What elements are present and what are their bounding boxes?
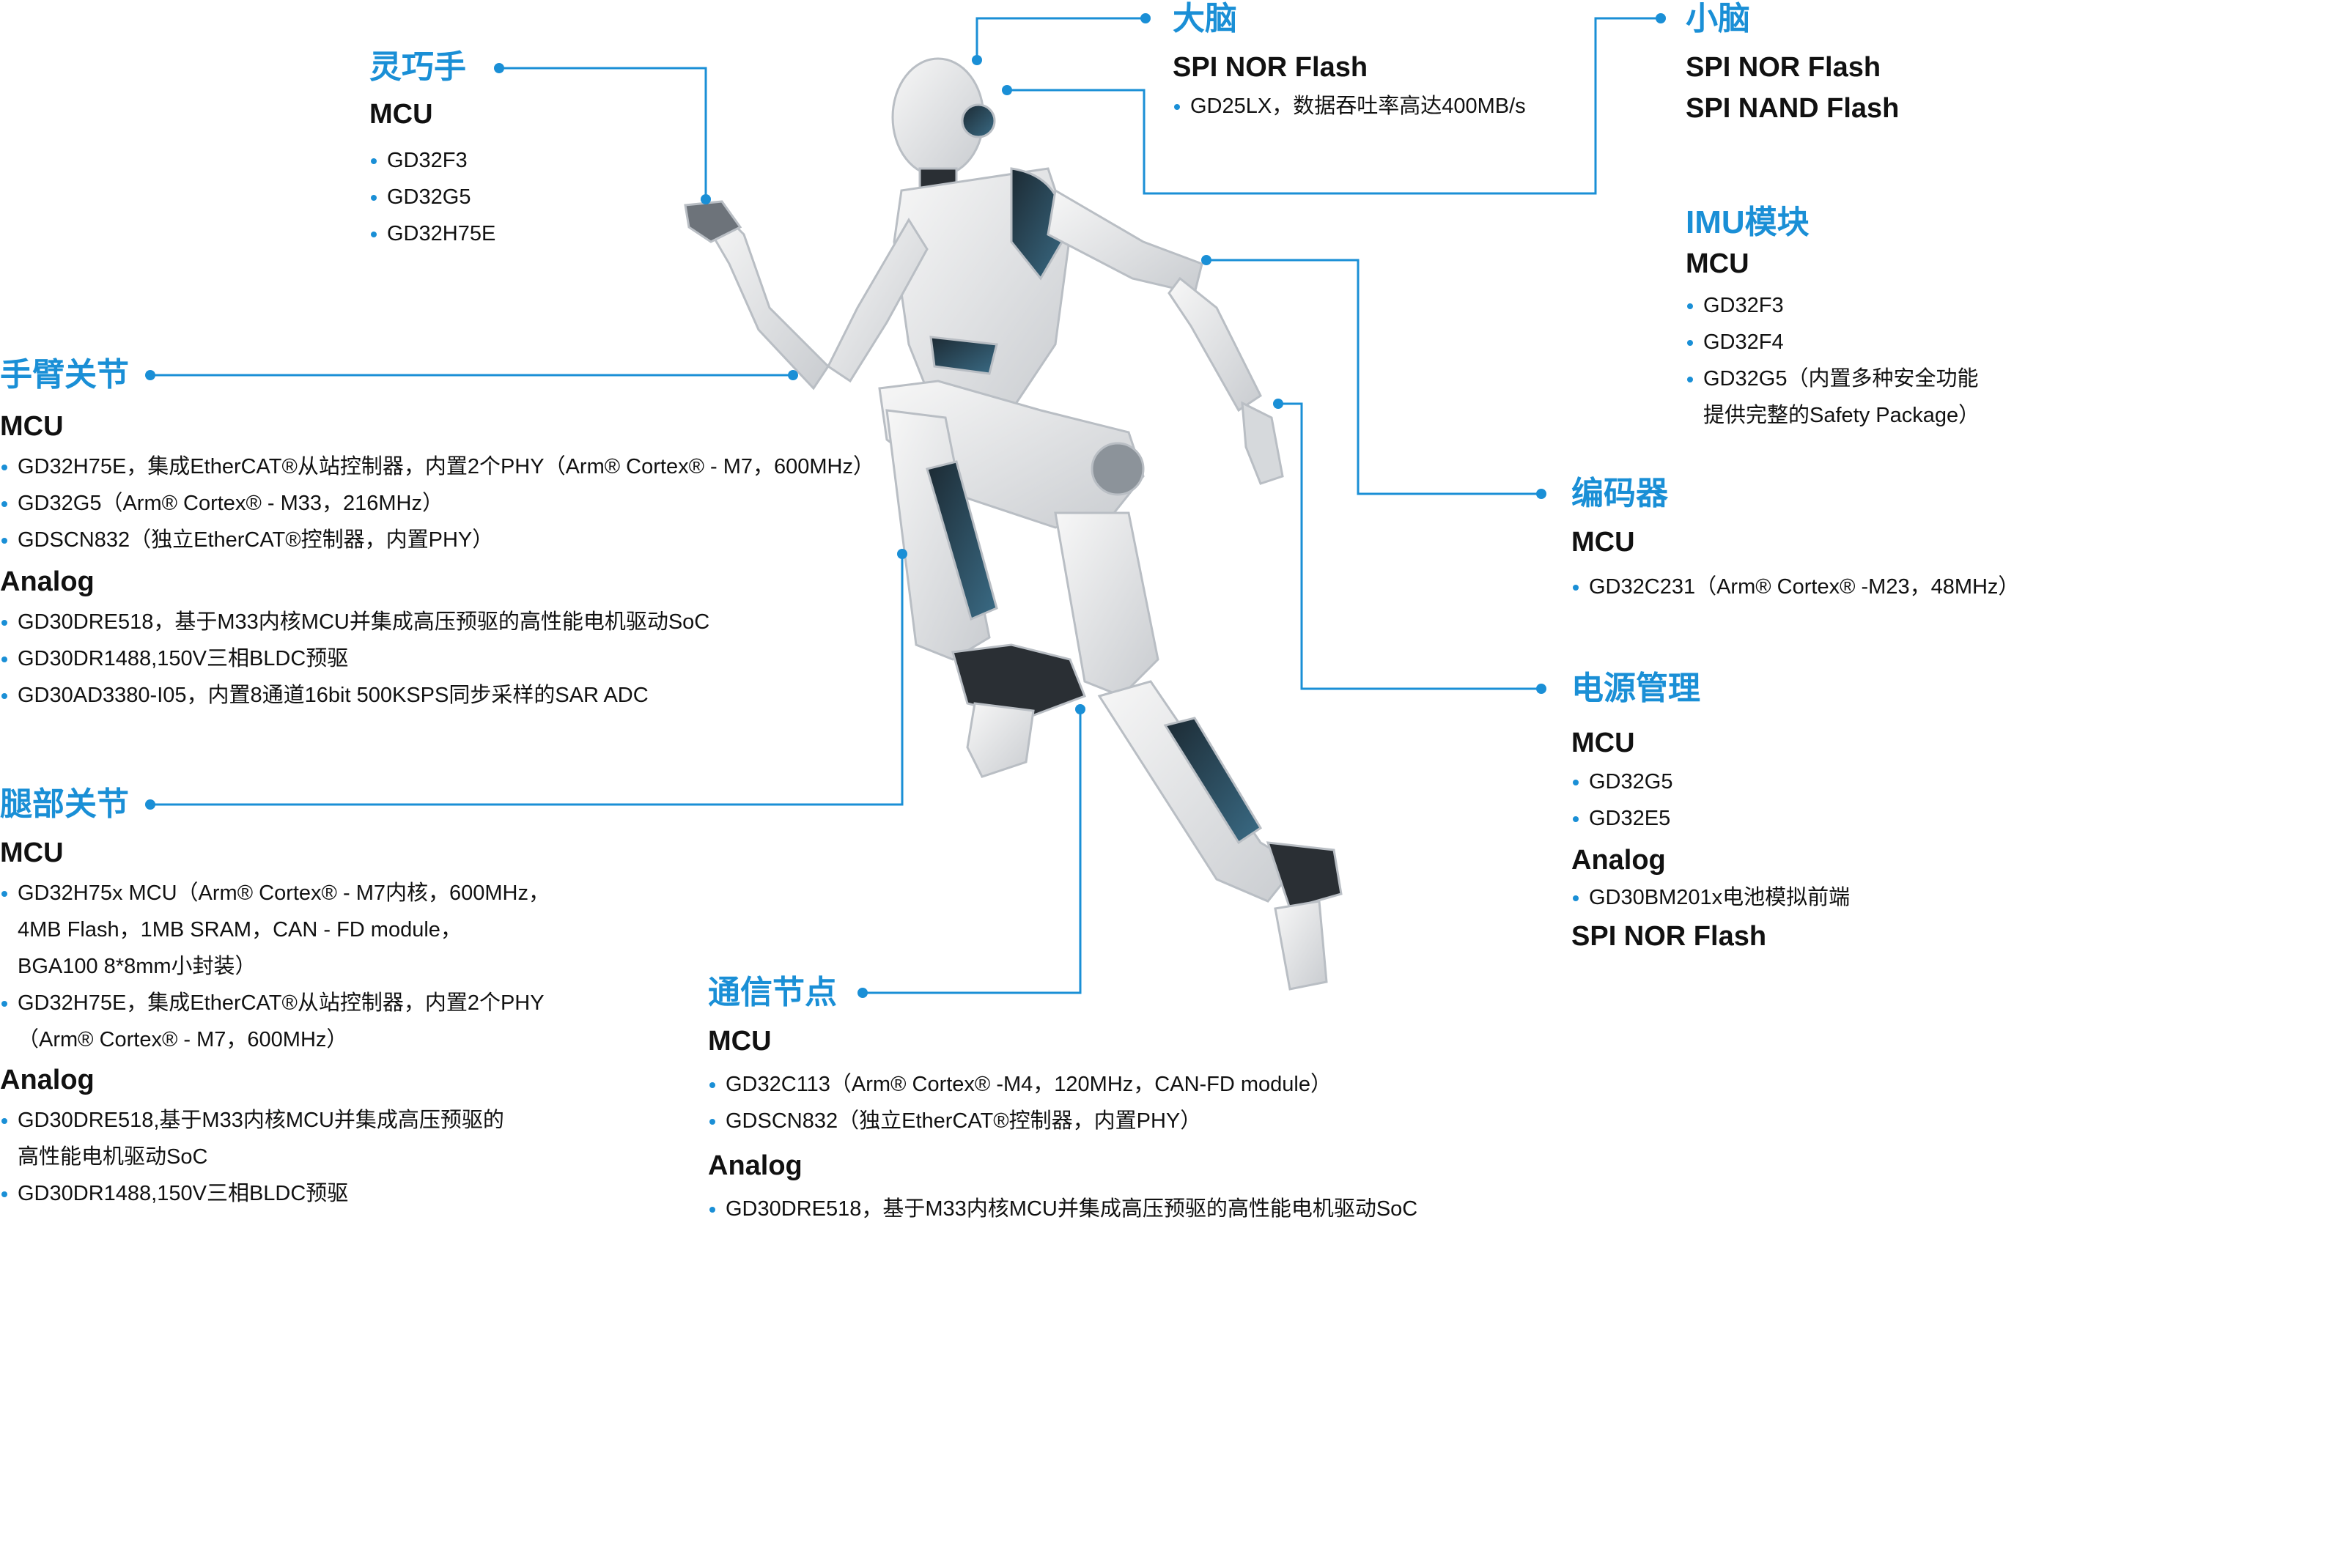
- connector-dot: [494, 63, 504, 73]
- category-label: Analog: [1571, 845, 1666, 876]
- robot-body-icon: [684, 57, 1343, 991]
- connector-dot: [897, 549, 907, 559]
- list-item: GD30DR1488,150V三相BLDC预驱: [0, 640, 874, 677]
- list-item: GD32G5（内置多种安全功能 提供完整的Safety Package）: [1686, 360, 1980, 434]
- category-label: SPI NOR Flash: [1686, 52, 1881, 83]
- list-item: GD32H75x MCU（Arm® Cortex® - M7内核，600MHz，…: [0, 875, 550, 985]
- section-title: 手臂关节: [0, 357, 129, 393]
- section-title: 通信节点: [708, 975, 837, 1010]
- connector-dot: [1273, 399, 1283, 409]
- list-item: GD32G5: [369, 179, 495, 215]
- product-list: GD30DRE518，基于M33内核MCU并集成高压预驱的高性能电机驱动SoC …: [0, 604, 874, 714]
- category-label: Analog: [0, 1065, 95, 1095]
- product-list: GD30DRE518,基于M33内核MCU并集成高压预驱的 高性能电机驱动SoC…: [0, 1102, 550, 1212]
- product-list: GD32F3 GD32F4 GD32G5（内置多种安全功能 提供完整的Safet…: [1686, 287, 1980, 434]
- category-label: MCU: [369, 99, 433, 130]
- list-item: GD30DRE518，基于M33内核MCU并集成高压预驱的高性能电机驱动SoC: [0, 604, 874, 640]
- connector-dot: [857, 988, 868, 998]
- connector-dot: [788, 370, 798, 380]
- product-list: GD32C231（Arm® Cortex® -M23，48MHz）: [1571, 569, 2019, 605]
- category-label: SPI NOR Flash: [1173, 52, 1368, 83]
- list-item: GDSCN832（独立EtherCAT®控制器，内置PHY）: [708, 1103, 1417, 1139]
- category-label: MCU: [0, 411, 64, 442]
- connector-dot: [972, 55, 982, 65]
- connector-dot: [1201, 255, 1211, 265]
- connector-dot: [145, 799, 155, 810]
- category-label: MCU: [1571, 728, 1635, 758]
- product-list: GD30DRE518，基于M33内核MCU并集成高压预驱的高性能电机驱动SoC: [708, 1191, 1417, 1227]
- list-item: GD32H75E，集成EtherCAT®从站控制器，内置2个PHY（Arm® C…: [0, 448, 874, 485]
- list-item: GD32C113（Arm® Cortex® -M4，120MHz，CAN-FD …: [708, 1066, 1417, 1103]
- list-item: GD32E5: [1571, 800, 1850, 837]
- list-item: GD32G5: [1571, 763, 1850, 800]
- product-list: GD32C113（Arm® Cortex® -M4，120MHz，CAN-FD …: [708, 1066, 1417, 1139]
- section-encoder: 编码器 MCU GD32C231（Arm® Cortex® -M23，48MHz…: [1571, 475, 2019, 605]
- list-item: GD32H75E，集成EtherCAT®从站控制器，内置2个PHY （Arm® …: [0, 985, 550, 1058]
- list-item: GDSCN832（独立EtherCAT®控制器，内置PHY）: [0, 522, 874, 558]
- category-label: Analog: [0, 566, 95, 597]
- connector-dot: [145, 370, 155, 380]
- section-arm-joint: 手臂关节 MCU GD32H75E，集成EtherCAT®从站控制器，内置2个P…: [0, 356, 874, 714]
- list-item: GD25LX，数据吞吐率高达400MB/s: [1173, 88, 1526, 125]
- list-item: GD30DR1488,150V三相BLDC预驱: [0, 1175, 550, 1212]
- section-cerebellum: 小脑 SPI NOR Flash SPI NAND Flash: [1686, 0, 1899, 126]
- product-list: GD32G5 GD32E5: [1571, 763, 1850, 837]
- connector-dot: [1075, 704, 1085, 714]
- category-label: Analog: [708, 1150, 803, 1181]
- section-brain: 大脑 SPI NOR Flash GD25LX，数据吞吐率高达400MB/s: [1173, 0, 1526, 125]
- list-item: GD30DRE518，基于M33内核MCU并集成高压预驱的高性能电机驱动SoC: [708, 1191, 1417, 1227]
- connector-dot: [1140, 13, 1151, 23]
- category-label: MCU: [708, 1026, 772, 1057]
- connector-dot: [1536, 684, 1546, 694]
- section-dexterous-hand: 灵巧手 MCU GD32F3 GD32G5 GD32H75E: [369, 48, 495, 252]
- list-item: GD32H75E: [369, 215, 495, 252]
- section-title: IMU模块: [1686, 204, 1810, 240]
- product-list: GD32F3 GD32G5 GD32H75E: [369, 142, 495, 252]
- list-item: GD32F3: [369, 142, 495, 179]
- category-label: SPI NAND Flash: [1686, 93, 1900, 124]
- product-list: GD32H75E，集成EtherCAT®从站控制器，内置2个PHY（Arm® C…: [0, 448, 874, 558]
- connector-dot: [1656, 13, 1666, 23]
- list-item: GD30BM201x电池模拟前端: [1571, 879, 1850, 916]
- category-label: SPI NOR Flash: [1571, 921, 1767, 952]
- list-item: GD32F4: [1686, 324, 1980, 360]
- section-title: 编码器: [1571, 476, 1668, 511]
- connector-dot: [1536, 489, 1546, 499]
- list-item: GD32F3: [1686, 287, 1980, 324]
- product-list: GD30BM201x电池模拟前端: [1571, 879, 1850, 916]
- section-title: 腿部关节: [0, 786, 129, 822]
- section-title: 灵巧手: [369, 49, 466, 85]
- category-label: MCU: [0, 837, 64, 868]
- section-imu: IMU模块 MCU GD32F3 GD32F4 GD32G5（内置多种安全功能 …: [1686, 204, 1980, 434]
- category-label: MCU: [1686, 248, 1749, 279]
- connector-dot: [701, 194, 711, 204]
- list-item: GD32C231（Arm® Cortex® -M23，48MHz）: [1571, 569, 2019, 605]
- section-comm-node: 通信节点 MCU GD32C113（Arm® Cortex® -M4，120MH…: [708, 974, 1417, 1227]
- product-list: GD32H75x MCU（Arm® Cortex® - M7内核，600MHz，…: [0, 875, 550, 1058]
- list-item: GD30AD3380-I05，内置8通道16bit 500KSPS同步采样的SA…: [0, 677, 874, 714]
- section-title: 大脑: [1173, 1, 1237, 37]
- section-leg-joint: 腿部关节 MCU GD32H75x MCU（Arm® Cortex® - M7内…: [0, 785, 550, 1212]
- list-item: GD30DRE518,基于M33内核MCU并集成高压预驱的 高性能电机驱动SoC: [0, 1102, 550, 1175]
- section-title: 电源管理: [1571, 670, 1700, 706]
- category-label: MCU: [1571, 527, 1635, 558]
- product-list: GD25LX，数据吞吐率高达400MB/s: [1173, 88, 1526, 125]
- section-title: 小脑: [1686, 1, 1750, 37]
- connector-dot: [1002, 85, 1012, 95]
- section-power: 电源管理 MCU GD32G5 GD32E5 Analog GD30BM201x…: [1571, 670, 1850, 954]
- list-item: GD32G5（Arm® Cortex® - M33，216MHz）: [0, 485, 874, 522]
